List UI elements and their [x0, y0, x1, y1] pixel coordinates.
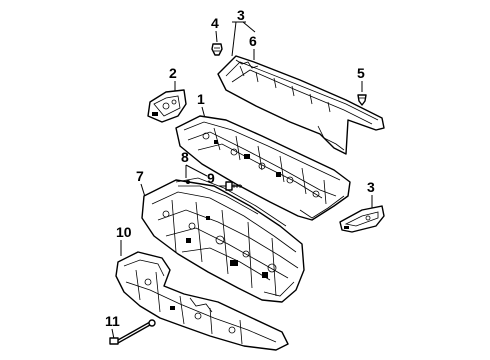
- rod-clip-part-11: [109, 319, 156, 345]
- callout-8: 8: [181, 149, 189, 165]
- clip-fastener-part-4: [211, 43, 223, 56]
- callout-11: 11: [105, 313, 120, 329]
- callout-5: 5: [357, 65, 365, 81]
- callout-3-right: 3: [367, 179, 375, 195]
- cowl-top-panel-part-6: [217, 55, 385, 155]
- lower-insulator-part-10: [115, 251, 289, 351]
- leader-lines: [111, 21, 373, 340]
- callout-4: 4: [211, 15, 219, 31]
- dash-insulator-part-8: [175, 177, 287, 227]
- callout-7: 7: [136, 168, 144, 184]
- bolt-part-9: [225, 181, 242, 191]
- callout-9: 9: [207, 170, 215, 186]
- cowl-panel-part-1: [175, 115, 351, 221]
- callout-6: 6: [249, 33, 257, 49]
- dash-panel-part-7: [141, 179, 305, 303]
- left-bracket-part-2: [147, 89, 187, 123]
- callout-10: 10: [116, 224, 132, 240]
- clip-part-5: [357, 94, 367, 106]
- callout-2: 2: [169, 65, 177, 81]
- callout-1: 1: [197, 91, 205, 107]
- right-bracket-part-3: [339, 205, 385, 233]
- callout-3-top: 3: [237, 7, 245, 23]
